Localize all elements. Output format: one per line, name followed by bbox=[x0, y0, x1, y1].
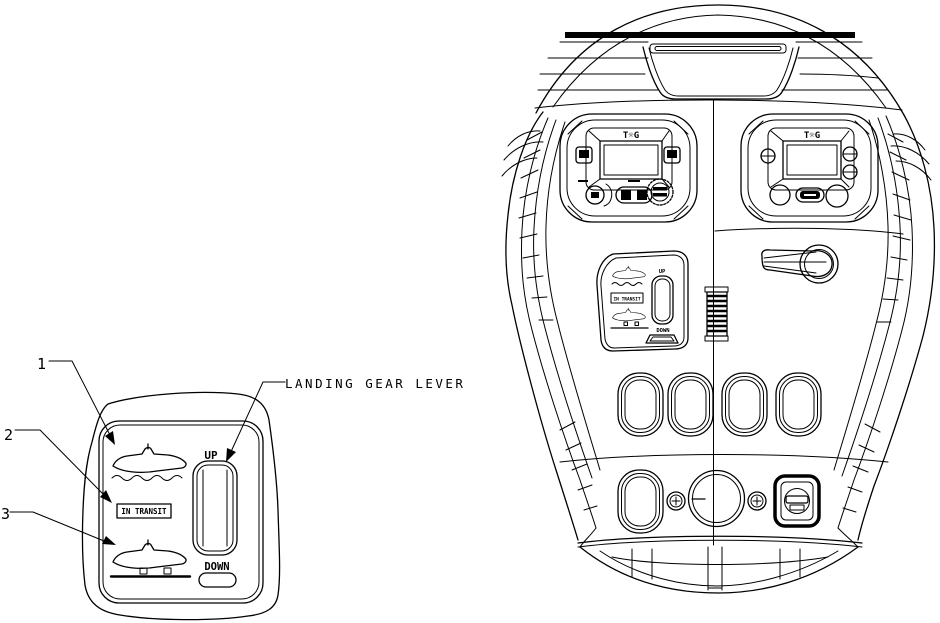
gear-override-button bbox=[198, 572, 237, 588]
lower-panel-seam bbox=[559, 454, 889, 463]
rocker-switch bbox=[773, 474, 821, 528]
water-wave-line bbox=[611, 282, 643, 286]
up-label: UP bbox=[659, 269, 666, 275]
glareshield-dome-inner bbox=[552, 14, 887, 109]
instrument-logo: T☼G bbox=[804, 131, 820, 141]
in-transit-label: IN TRANSIT bbox=[121, 507, 167, 516]
gear-down-indicator-icon bbox=[109, 539, 192, 578]
right-pillar bbox=[833, 114, 936, 548]
callout-1: 1 bbox=[37, 355, 115, 445]
oval-cutout bbox=[775, 372, 822, 437]
wheel-icon bbox=[163, 567, 172, 575]
vol-marking bbox=[628, 180, 640, 182]
wheel-icon bbox=[623, 321, 628, 326]
storage-tray bbox=[642, 43, 800, 100]
hatch-lines bbox=[518, 131, 598, 511]
callout-2-arrowhead bbox=[100, 490, 112, 503]
small-knob bbox=[585, 183, 613, 207]
gear-lever-handle bbox=[645, 334, 679, 344]
trim-wheel bbox=[704, 286, 729, 342]
wheel-icon bbox=[634, 321, 639, 326]
oval-cutout bbox=[667, 372, 714, 437]
right-panel-seam bbox=[714, 227, 904, 235]
glareshield-lines bbox=[537, 41, 889, 91]
bottom-control-row bbox=[617, 469, 821, 534]
screw-left bbox=[760, 148, 776, 164]
knurled-knob bbox=[646, 178, 674, 206]
left-pillar bbox=[501, 111, 601, 548]
rotary-selector-knob bbox=[761, 244, 839, 284]
left-instrument-cluster: T☼G bbox=[559, 113, 698, 223]
panel-face-line bbox=[534, 99, 903, 111]
detail-panel-border-inner bbox=[102, 424, 260, 600]
off-marking bbox=[578, 180, 588, 182]
callout-2: 2 bbox=[4, 426, 112, 503]
callout-1-number: 1 bbox=[37, 355, 46, 373]
console-gear-panel: IN TRANSIT UP DOWN bbox=[596, 250, 689, 352]
side-button-left bbox=[575, 146, 593, 164]
gear-panel-detail-view: IN TRANSIT UP DOWN 1 2 bbox=[1, 355, 465, 621]
oval-cutout-row bbox=[617, 372, 822, 437]
gear-down-icon bbox=[612, 307, 646, 322]
gear-up-icon bbox=[612, 265, 646, 280]
callout-2-number: 2 bbox=[4, 426, 13, 444]
instrument-logo: T☼G bbox=[623, 131, 639, 141]
oval-cutout bbox=[721, 372, 768, 437]
gear-up-indicator-icon bbox=[111, 443, 187, 481]
gear-lever-slot bbox=[651, 275, 674, 325]
glareshield-edge-bar bbox=[565, 32, 855, 38]
detail-outer-contour bbox=[81, 391, 281, 621]
glareshield-dome-outer bbox=[535, 4, 905, 116]
large-dial bbox=[687, 469, 746, 528]
instrument-display bbox=[782, 140, 842, 180]
oval-cutout bbox=[617, 469, 664, 534]
screw-right-bottom bbox=[842, 164, 858, 180]
lower-knob-left bbox=[769, 184, 791, 206]
base-struts bbox=[631, 546, 801, 591]
console-base bbox=[577, 535, 863, 594]
callout-3: 3 bbox=[1, 505, 116, 545]
small-knob-left bbox=[666, 491, 686, 511]
in-transit-label: IN TRANSIT bbox=[613, 297, 640, 303]
hatch-lines bbox=[842, 133, 912, 513]
small-knob-right bbox=[747, 491, 767, 511]
ent-button bbox=[795, 187, 825, 203]
annotation-arrowhead bbox=[226, 448, 236, 462]
down-label: DOWN bbox=[204, 561, 229, 573]
right-instrument-cluster: T☼G bbox=[740, 113, 879, 223]
callout-1-arrowhead bbox=[105, 431, 115, 445]
landing-gear-lever-annotation: LANDING GEAR LEVER bbox=[226, 376, 465, 462]
annotation-text: LANDING GEAR LEVER bbox=[285, 376, 465, 391]
in-transit-indicator: IN TRANSIT bbox=[610, 292, 644, 304]
oval-cutout bbox=[617, 372, 664, 437]
in-transit-indicator: IN TRANSIT bbox=[116, 503, 172, 519]
landing-gear-lever-slot: UP DOWN bbox=[192, 449, 238, 588]
up-label: UP bbox=[204, 449, 218, 462]
callout-3-arrowhead bbox=[102, 536, 116, 545]
detail-panel-border-outer bbox=[98, 420, 264, 604]
callout-3-number: 3 bbox=[1, 505, 10, 523]
rocker-buttons bbox=[615, 186, 653, 204]
lower-knob-right bbox=[825, 184, 849, 208]
water-wave-line bbox=[111, 475, 183, 481]
screw-right-top bbox=[842, 146, 858, 162]
side-button-right bbox=[663, 146, 681, 164]
console-view: T☼G bbox=[501, 4, 936, 594]
instrument-display bbox=[599, 140, 663, 180]
wheel-icon bbox=[139, 567, 148, 575]
down-label: DOWN bbox=[656, 328, 669, 334]
